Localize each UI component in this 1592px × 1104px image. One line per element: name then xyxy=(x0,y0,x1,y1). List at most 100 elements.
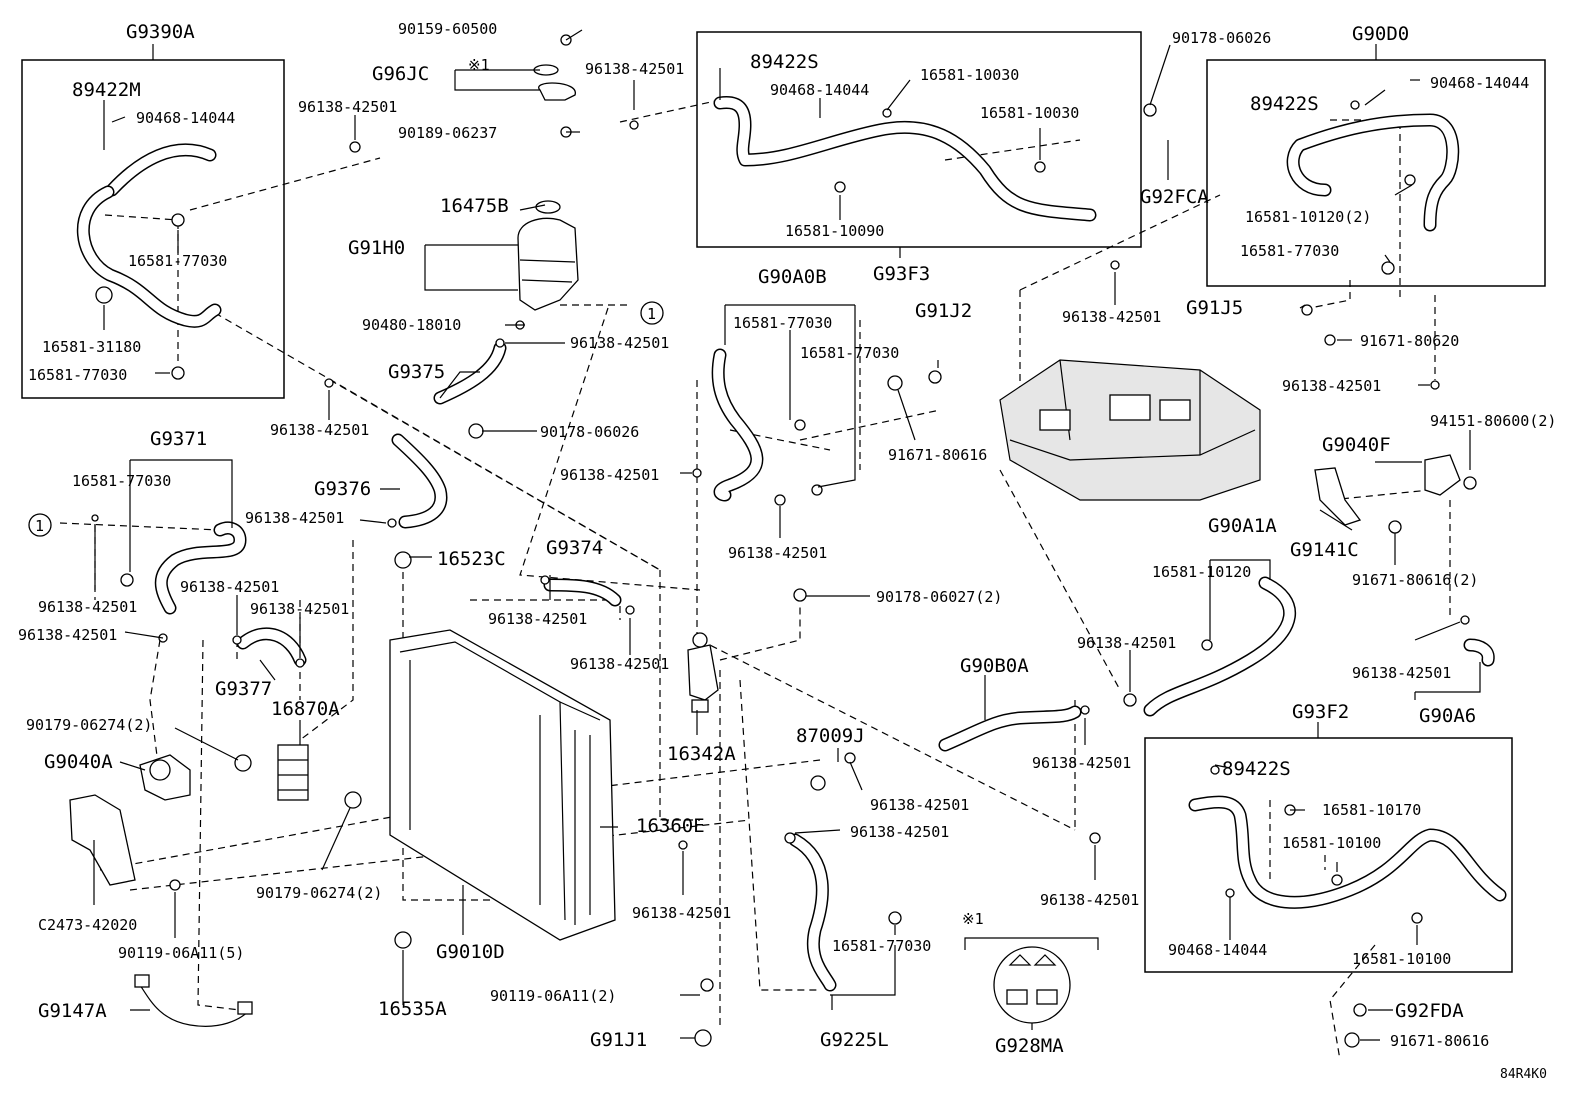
label-g96jc: G96JC xyxy=(372,63,429,85)
label-89422s-top: 89422S xyxy=(750,51,819,73)
hose-g9377 xyxy=(236,627,307,667)
hose-g9225l xyxy=(788,833,837,992)
part-90178-06026-b: 90178-06026 xyxy=(1172,29,1271,47)
label-g9225l: G9225L xyxy=(820,1029,889,1051)
part-16581-77030-a: 16581-77030 xyxy=(128,252,227,270)
group-box-g93f3 xyxy=(696,31,1142,258)
label-16475b: 16475B xyxy=(440,195,509,217)
part-91671-80616-a: 91671-80616 xyxy=(888,446,987,464)
label-16535a: 16535A xyxy=(378,998,447,1020)
label-g90a6: G90A6 xyxy=(1419,705,1476,727)
label-g9040f: G9040F xyxy=(1322,434,1391,456)
part-16581-10090: 16581-10090 xyxy=(785,222,884,240)
label-g9040a: G9040A xyxy=(44,751,113,773)
hose-g9376 xyxy=(391,433,448,529)
part-16581-10120-2: 16581-10120(2) xyxy=(1245,208,1371,226)
label-g93f3: G93F3 xyxy=(873,263,930,285)
label-g9010d: G9010D xyxy=(436,941,505,963)
part-90468-top: 90468-14044 xyxy=(770,81,869,99)
part-16581-77030-b: 16581-77030 xyxy=(28,366,127,384)
part-c2473-42020: C2473-42020 xyxy=(38,916,137,934)
note-1-bottom: ※1 xyxy=(962,910,984,928)
clamps-and-bolts xyxy=(91,100,1470,1048)
part-16581-10100-a: 16581-10100 xyxy=(1282,834,1381,852)
label-89422s-bottom: 89422S xyxy=(1222,758,1291,780)
label-g91j2: G91J2 xyxy=(915,300,972,322)
part-16581-10030-b: 16581-10030 xyxy=(980,104,1079,122)
water-pump-16342a xyxy=(687,632,719,713)
label-89422s-right: 89422S xyxy=(1250,93,1319,115)
part-96138-a: 96138-42501 xyxy=(298,98,397,116)
label-g91j5: G91J5 xyxy=(1186,297,1243,319)
part-96138-n: 96138-42501 xyxy=(850,823,949,841)
part-16581-77030-e: 16581-77030 xyxy=(800,344,899,362)
label-g92fda: G92FDA xyxy=(1395,1000,1464,1022)
part-16581-10170: 16581-10170 xyxy=(1322,801,1421,819)
hose-g90a6 xyxy=(1463,638,1495,667)
part-96138-o: 96138-42501 xyxy=(632,904,731,922)
label-g92fca: G92FCA xyxy=(1140,186,1209,208)
label-g9377: G9377 xyxy=(215,678,272,700)
group-box-g9390a xyxy=(21,44,285,399)
part-16581-31180: 16581-31180 xyxy=(42,338,141,356)
part-96138-q: 96138-42501 xyxy=(1040,891,1139,909)
part-16581-10030-a: 16581-10030 xyxy=(920,66,1019,84)
part-90468-bottom: 90468-14044 xyxy=(1168,941,1267,959)
leader-lines xyxy=(93,29,1481,1041)
part-90178-06027: 90178-06027(2) xyxy=(876,588,1002,606)
label-g9141c: G9141C xyxy=(1290,539,1359,561)
part-16581-10120: 16581-10120 xyxy=(1152,563,1251,581)
part-96138-c: 96138-42501 xyxy=(270,421,369,439)
note-1-top: ※1 xyxy=(468,56,490,74)
water-pump-g9040a xyxy=(139,754,191,801)
label-g9371: G9371 xyxy=(150,428,207,450)
oil-cooler-16870a xyxy=(277,744,309,801)
part-16581-77030-c: 16581-77030 xyxy=(72,472,171,490)
reference-marker-label: 1 xyxy=(35,517,44,535)
part-90468-left: 90468-14044 xyxy=(136,109,235,127)
label-g9376: G9376 xyxy=(314,478,371,500)
reference-marker-label: 1 xyxy=(647,305,656,323)
part-16581-77030-g: 16581-77030 xyxy=(1240,242,1339,260)
label-g91j1: G91J1 xyxy=(590,1029,647,1051)
label-g9147a: G9147A xyxy=(38,1000,107,1022)
part-96138-t: 96138-42501 xyxy=(1077,634,1176,652)
part-96138-d: 96138-42501 xyxy=(245,509,344,527)
part-90178-06026-a: 90178-06026 xyxy=(540,423,639,441)
label-89422m: 89422M xyxy=(72,79,141,101)
part-91671-80616-b: 91671-80616 xyxy=(1390,1032,1489,1050)
part-90119-2: 90119-06A11(2) xyxy=(490,987,616,1005)
part-96138-r: 96138-42501 xyxy=(1062,308,1161,326)
part-96138-p: 96138-42501 xyxy=(1032,754,1131,772)
part-16581-77030-d: 16581-77030 xyxy=(733,314,832,332)
part-90189-06237: 90189-06237 xyxy=(398,124,497,142)
part-90480-18010: 90480-18010 xyxy=(362,316,461,334)
part-94151-80600: 94151-80600(2) xyxy=(1430,412,1556,430)
part-91671-80620: 91671-80620 xyxy=(1360,332,1459,350)
part-90119-5: 90119-06A11(5) xyxy=(118,944,244,962)
label-16870a: 16870A xyxy=(271,698,340,720)
part-96138-e: 96138-42501 xyxy=(38,598,137,616)
part-96138-b: 96138-42501 xyxy=(570,334,669,352)
part-91671-80616-2: 91671-80616(2) xyxy=(1352,571,1478,589)
wire-harness-g9147a xyxy=(134,974,253,1027)
part-96138-g: 96138-42501 xyxy=(180,578,279,596)
hose-g9390a xyxy=(76,143,222,328)
part-96138-top: 96138-42501 xyxy=(585,60,684,78)
diagram-code: 84R4K0 xyxy=(1500,1067,1547,1082)
hose-g9374 xyxy=(543,578,622,607)
hose-g90b0a xyxy=(938,705,1082,752)
part-96138-m: 96138-42501 xyxy=(870,796,969,814)
label-87009j: 87009J xyxy=(796,725,865,747)
bracket-g9141c xyxy=(1314,467,1362,526)
label-16360e: 16360E xyxy=(636,815,705,837)
part-number-labels: 90159-60500 ※1 96138-42501 90189-06237 9… xyxy=(18,20,1556,1050)
label-g90d0: G90D0 xyxy=(1352,23,1409,45)
part-16581-77030-f: 16581-77030 xyxy=(832,937,931,955)
part-96138-k: 96138-42501 xyxy=(560,466,659,484)
group-box-g93f2 xyxy=(1144,722,1513,973)
part-96138-u: 96138-42501 xyxy=(1352,664,1451,682)
part-90179-b: 90179-06274(2) xyxy=(256,884,382,902)
label-g90b0a: G90B0A xyxy=(960,655,1029,677)
label-g90a0b: G90A0B xyxy=(758,266,827,288)
